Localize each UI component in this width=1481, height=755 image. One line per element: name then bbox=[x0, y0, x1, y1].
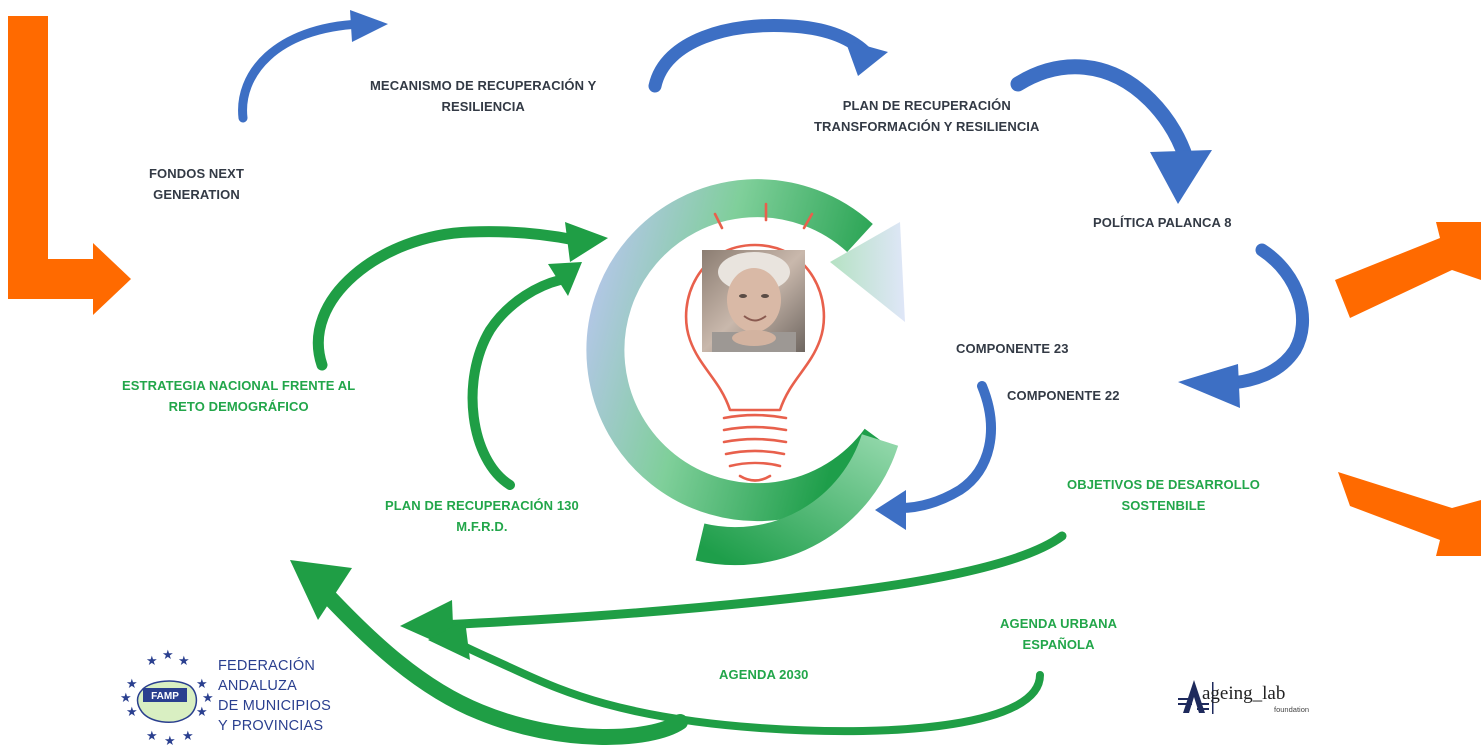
label-estrategia: ESTRATEGIA NACIONAL FRENTE AL RETO DEMOG… bbox=[122, 378, 356, 414]
blue-arrow-fondos-to-mecanismo bbox=[238, 10, 388, 123]
elderly-woman-photo bbox=[702, 250, 805, 352]
famp-logo: ★ ★ ★ ★ ★ ★ ★ ★ ★ ★ ★ ★ FAMP bbox=[120, 648, 214, 749]
ageing-lab-logo-mark bbox=[1178, 680, 1214, 714]
green-arrow-estrategia-to-center bbox=[312, 222, 608, 371]
green-arrow-plan130-to-center bbox=[467, 262, 582, 490]
ageing-lab-foundation: foundation bbox=[1274, 705, 1310, 714]
svg-text:★: ★ bbox=[196, 705, 208, 720]
central-ring-arrow bbox=[586, 179, 905, 566]
blue-arrow-mecanismo-to-plan bbox=[648, 18, 888, 93]
orange-arrow-down-right bbox=[1338, 472, 1481, 556]
svg-text:★: ★ bbox=[126, 677, 138, 692]
blue-arrow-politica-to-componente22 bbox=[1178, 243, 1309, 408]
orange-elbow-arrow bbox=[8, 16, 131, 315]
famp-logo-text: FEDERACIÓN ANDALUZA DE MUNICIPIOS Y PROV… bbox=[218, 658, 331, 734]
svg-text:★: ★ bbox=[202, 691, 214, 706]
label-politica-palanca: POLÍTICA PALANCA 8 bbox=[1093, 215, 1232, 230]
label-plan-recuperacion: PLAN DE RECUPERACIÓN TRANSFORMACIÓN Y RE… bbox=[814, 98, 1040, 134]
ageing-lab-name: ageing_lab bbox=[1202, 683, 1286, 704]
svg-text:★: ★ bbox=[146, 654, 158, 669]
svg-text:★: ★ bbox=[178, 654, 190, 669]
svg-text:★: ★ bbox=[162, 648, 174, 663]
label-plan-130: PLAN DE RECUPERACIÓN 130 M.F.R.D. bbox=[385, 498, 579, 534]
label-componente-22: COMPONENTE 22 bbox=[1007, 388, 1120, 403]
green-arrow-agenda-loop bbox=[428, 620, 1044, 736]
svg-text:★: ★ bbox=[126, 705, 138, 720]
svg-text:★: ★ bbox=[164, 734, 176, 749]
light-bulb-icon bbox=[684, 202, 826, 482]
label-mecanismo: MECANISMO DE RECUPERACIÓN Y RESILIENCIA bbox=[370, 78, 597, 114]
label-agenda-urbana: AGENDA URBANA ESPAÑOLA bbox=[1000, 616, 1118, 652]
label-ods: OBJETIVOS DE DESARROLLO SOSTENBILE bbox=[1067, 477, 1260, 513]
label-agenda-2030: AGENDA 2030 bbox=[719, 667, 809, 682]
label-fondos: FONDOS NEXT GENERATION bbox=[149, 166, 244, 202]
orange-arrow-up-right bbox=[1335, 222, 1481, 318]
svg-text:★: ★ bbox=[182, 729, 194, 744]
label-componente-23: COMPONENTE 23 bbox=[956, 341, 1069, 356]
ageing-lab-logo-text: ageing_lab foundation bbox=[1202, 683, 1309, 714]
green-arrow-to-left-bottom bbox=[290, 560, 688, 745]
blue-arrow-componente22-to-center bbox=[875, 381, 996, 530]
famp-badge-text: FAMP bbox=[151, 691, 179, 702]
blue-arrow-plan-to-politica bbox=[1010, 59, 1212, 204]
svg-text:★: ★ bbox=[196, 677, 208, 692]
svg-text:★: ★ bbox=[146, 729, 158, 744]
svg-text:★: ★ bbox=[120, 691, 132, 706]
